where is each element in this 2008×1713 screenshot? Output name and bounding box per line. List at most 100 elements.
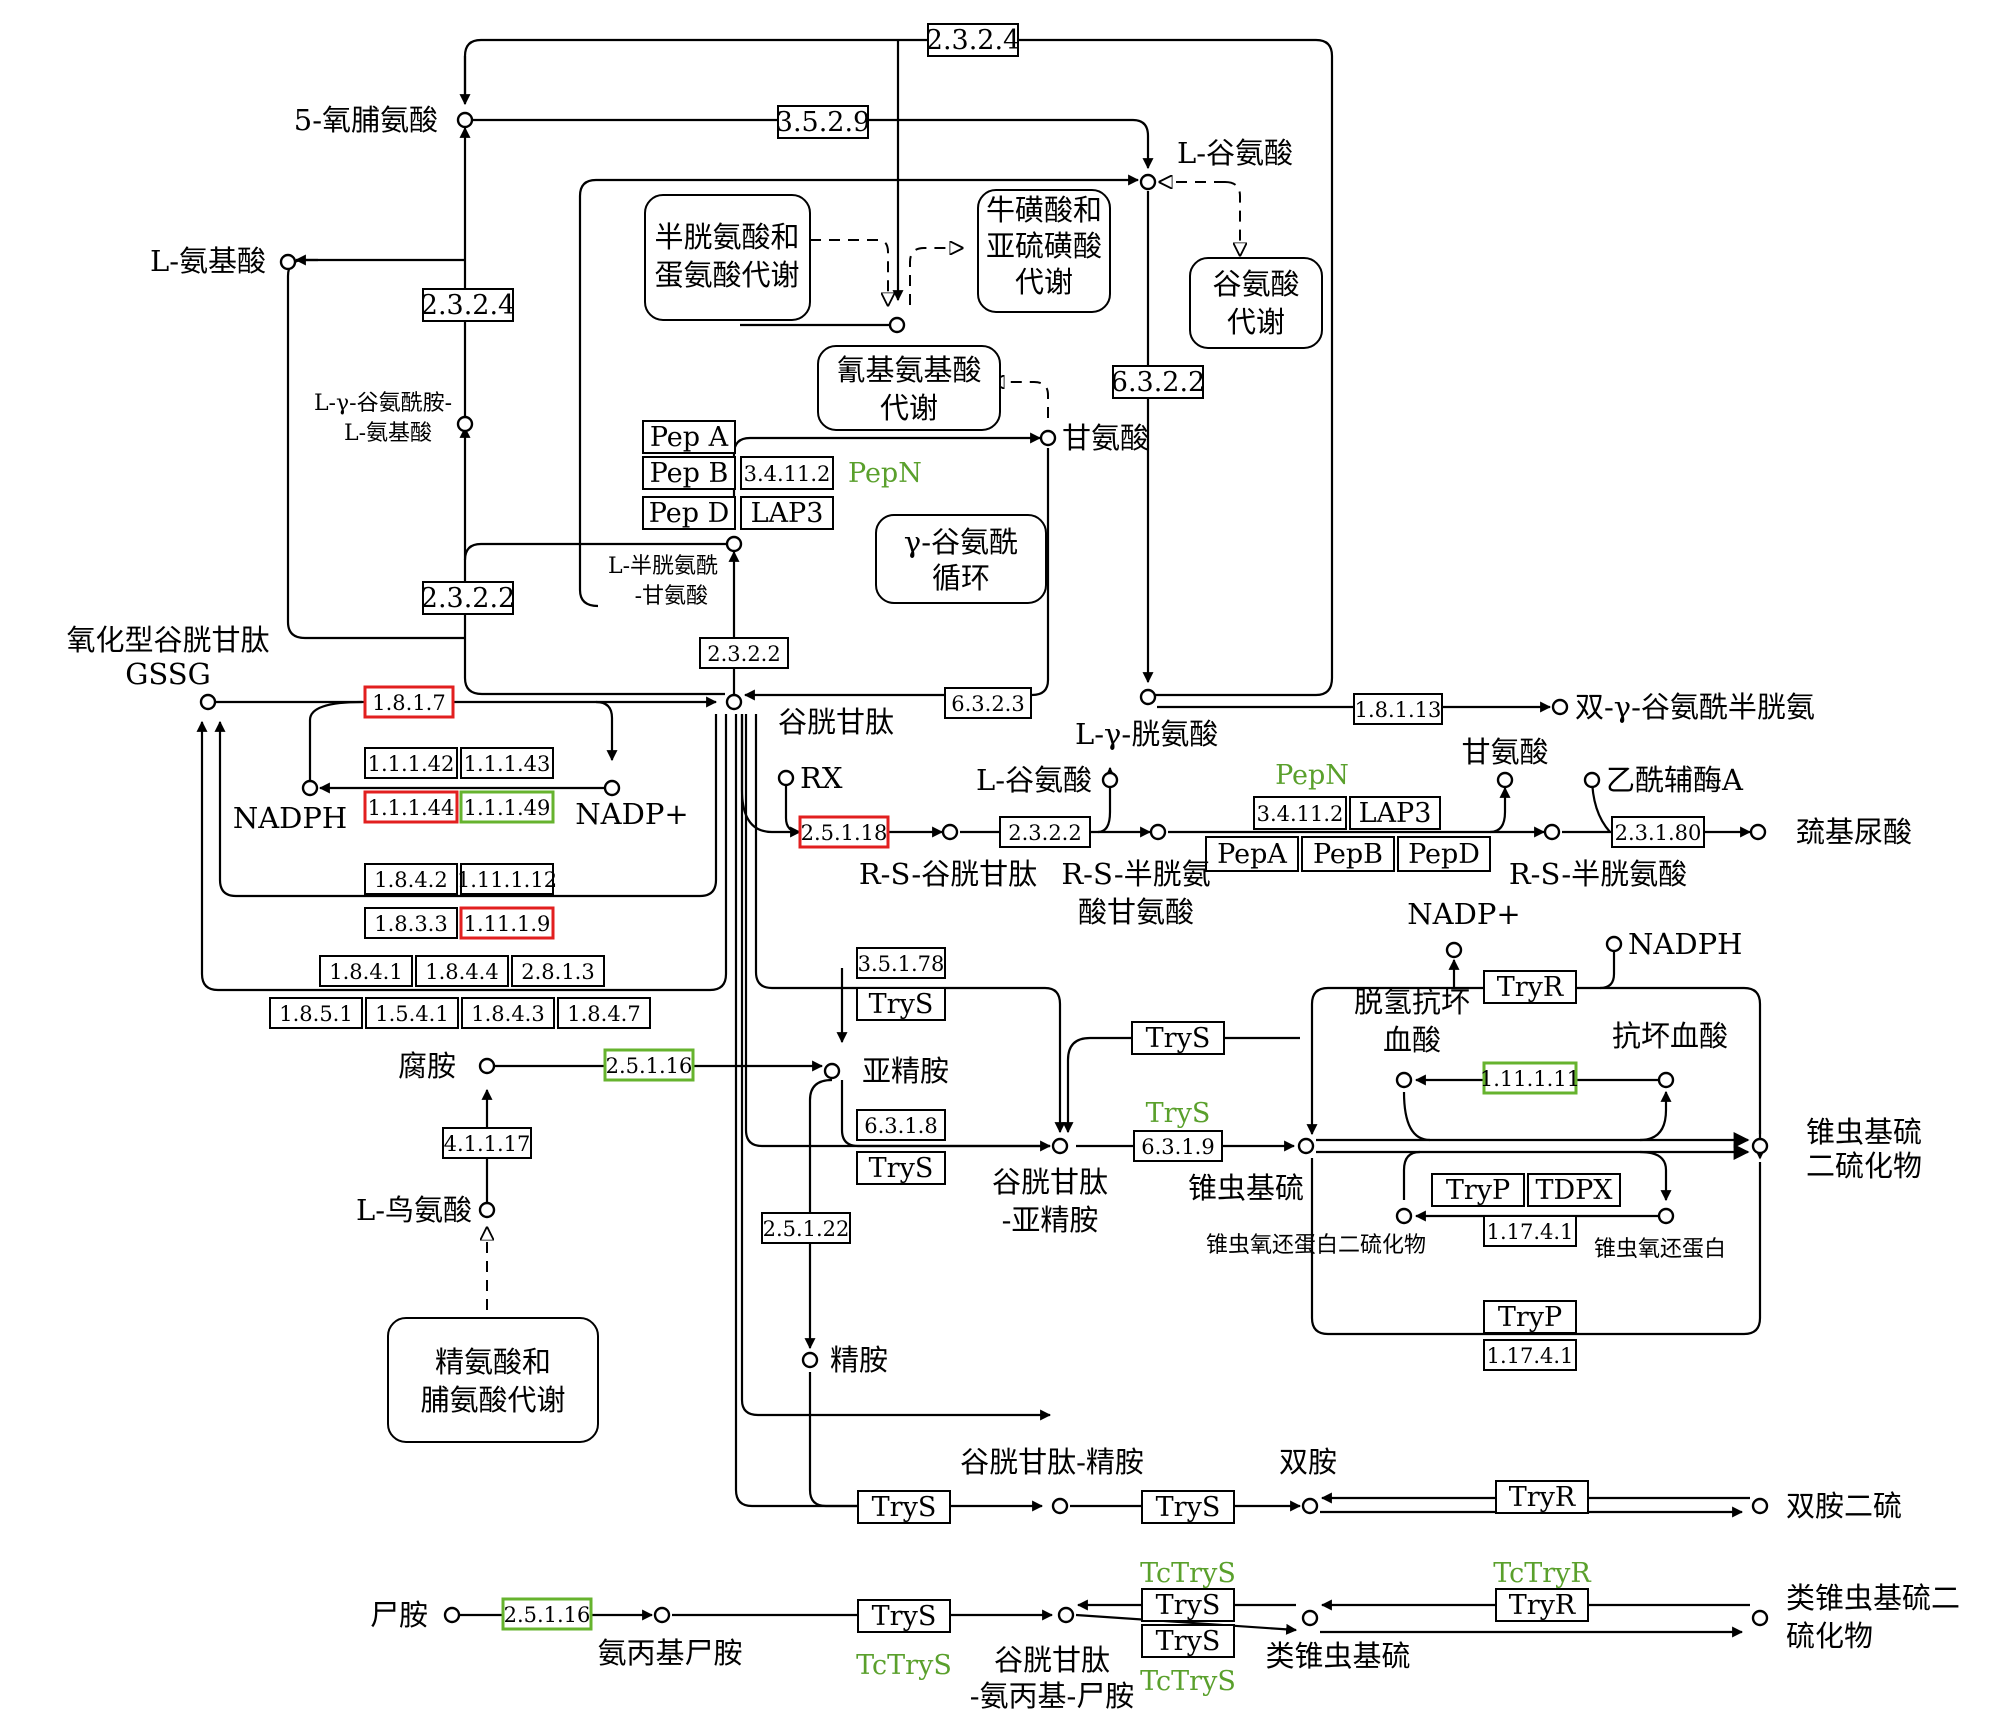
enzyme-box[interactable]: 1.11.1.11 — [1480, 1061, 1580, 1095]
compound-node[interactable] — [1605, 935, 1623, 953]
enzyme-box[interactable]: 2.3.2.4 — [926, 23, 1020, 57]
compound-node[interactable] — [199, 693, 217, 711]
compound-node[interactable] — [725, 535, 743, 553]
enzyme-box[interactable]: 1.1.1.43 — [460, 747, 554, 779]
enzyme-box[interactable]: 1.17.4.1 — [1483, 1339, 1577, 1371]
enzyme-box[interactable]: 2.5.1.16 — [603, 1048, 695, 1082]
enzyme-box[interactable]: 1.1.1.49 — [459, 790, 555, 824]
compound-node[interactable] — [1751, 1137, 1769, 1155]
enzyme-box[interactable]: TryR — [1495, 1480, 1589, 1514]
compound-node[interactable] — [279, 253, 297, 271]
map-glutamate[interactable]: 谷氨酸 代谢 — [1189, 257, 1323, 349]
enzyme-box[interactable]: 3.5.1.78 — [856, 947, 946, 979]
compound-node[interactable] — [1445, 941, 1463, 959]
enzyme-box[interactable]: 1.8.4.3 — [461, 997, 555, 1029]
compound-node[interactable] — [1039, 429, 1057, 447]
compound-node[interactable] — [603, 779, 621, 797]
enzyme-box[interactable]: 3.5.2.9 — [776, 105, 870, 139]
compound-node[interactable] — [456, 415, 474, 433]
enzyme-box[interactable]: 2.5.1.22 — [761, 1212, 851, 1244]
enzyme-box[interactable]: 2.3.2.2 — [999, 816, 1091, 848]
enzyme-box[interactable]: TryS — [856, 987, 946, 1021]
compound-node[interactable] — [941, 823, 959, 841]
map-cyanoamino[interactable]: 氰基氨基酸 代谢 — [817, 345, 1001, 431]
enzyme-box[interactable]: LAP3 — [740, 496, 834, 530]
enzyme-box[interactable]: 1.17.4.1 — [1483, 1215, 1577, 1247]
compound-node[interactable] — [456, 111, 474, 129]
enzyme-box[interactable]: PepD — [1397, 836, 1491, 872]
enzyme-box[interactable]: 2.8.1.3 — [511, 955, 605, 987]
enzyme-box[interactable]: 1.8.1.7 — [363, 685, 455, 719]
enzyme-box[interactable]: Pep D — [642, 496, 736, 530]
enzyme-box[interactable]: TryS — [856, 1151, 946, 1185]
enzyme-box[interactable]: 6.3.1.8 — [856, 1109, 946, 1141]
compound-node[interactable] — [1139, 173, 1157, 191]
enzyme-box[interactable]: 1.5.4.1 — [365, 997, 459, 1029]
compound-node[interactable] — [1301, 1497, 1319, 1515]
compound-node[interactable] — [1051, 1497, 1069, 1515]
compound-node[interactable] — [1751, 1497, 1769, 1515]
enzyme-box[interactable]: TryR — [1483, 970, 1577, 1004]
compound-node[interactable] — [823, 1062, 841, 1080]
enzyme-box[interactable]: 1.1.1.42 — [364, 747, 458, 779]
enzyme-box[interactable]: 6.3.2.3 — [944, 687, 1032, 719]
map-taurine[interactable]: 牛磺酸和 亚硫磺酸 代谢 — [977, 189, 1111, 313]
enzyme-box[interactable]: 2.3.2.2 — [421, 581, 515, 615]
enzyme-box[interactable]: 1.8.4.7 — [557, 997, 651, 1029]
enzyme-box[interactable]: TryS — [857, 1490, 951, 1524]
enzyme-box[interactable]: 2.3.1.80 — [1611, 816, 1705, 848]
enzyme-box[interactable]: 1.8.3.3 — [364, 907, 458, 939]
map-gamma-glu-cycle[interactable]: γ-谷氨酰 循环 — [875, 514, 1047, 604]
map-arg-pro[interactable]: 精氨酸和 脯氨酸代谢 — [387, 1317, 599, 1443]
enzyme-box[interactable]: 6.3.2.2 — [1111, 365, 1205, 399]
compound-node[interactable] — [1395, 1207, 1413, 1225]
compound-node[interactable] — [1749, 823, 1767, 841]
compound-node[interactable] — [1057, 1606, 1075, 1624]
compound-node[interactable] — [1551, 698, 1569, 716]
enzyme-box[interactable]: PepB — [1301, 836, 1395, 872]
compound-node[interactable] — [1751, 1609, 1769, 1627]
compound-node[interactable] — [1149, 823, 1167, 841]
enzyme-box[interactable]: TryR — [1495, 1588, 1589, 1622]
enzyme-box[interactable]: 2.3.2.2 — [699, 637, 789, 669]
enzyme-box[interactable]: 1.8.5.1 — [269, 997, 363, 1029]
compound-node[interactable] — [1583, 771, 1601, 789]
enzyme-box[interactable]: 1.11.1.12 — [457, 863, 557, 895]
compound-node[interactable] — [1051, 1137, 1069, 1155]
enzyme-box[interactable]: TDPX — [1527, 1173, 1621, 1207]
compound-node[interactable] — [1101, 771, 1119, 789]
enzyme-box[interactable]: TryP — [1431, 1173, 1525, 1207]
compound-node[interactable] — [777, 769, 795, 787]
enzyme-box[interactable]: Pep B — [642, 456, 736, 490]
enzyme-box[interactable]: TryP — [1483, 1300, 1577, 1334]
enzyme-box[interactable]: 3.4.11.2 — [740, 456, 834, 490]
compound-node[interactable] — [1543, 823, 1561, 841]
compound-node[interactable] — [1297, 1137, 1315, 1155]
map-cys-met[interactable]: 半胱氨酸和 蛋氨酸代谢 — [644, 194, 811, 321]
compound-node[interactable] — [1657, 1071, 1675, 1089]
enzyme-box[interactable]: 1.11.1.9 — [459, 906, 555, 940]
enzyme-box[interactable]: 1.8.1.13 — [1353, 693, 1443, 725]
compound-node[interactable] — [1657, 1207, 1675, 1225]
enzyme-box[interactable]: 2.5.1.16 — [501, 1597, 593, 1631]
compound-node[interactable] — [1395, 1071, 1413, 1089]
compound-node[interactable] — [725, 693, 743, 711]
enzyme-box[interactable]: PepA — [1205, 836, 1299, 872]
enzyme-box[interactable]: TryS — [1141, 1588, 1235, 1622]
compound-node[interactable] — [801, 1351, 819, 1369]
compound-node[interactable] — [478, 1201, 496, 1219]
compound-node[interactable] — [653, 1606, 671, 1624]
compound-node[interactable] — [888, 316, 906, 334]
compound-node[interactable] — [1139, 688, 1157, 706]
enzyme-box[interactable]: 4.1.1.17 — [442, 1127, 532, 1159]
compound-node[interactable] — [1496, 771, 1514, 789]
enzyme-box[interactable]: 1.8.4.2 — [364, 863, 458, 895]
enzyme-box[interactable]: TryS — [1131, 1021, 1225, 1055]
enzyme-box[interactable]: 2.5.1.18 — [798, 815, 890, 849]
enzyme-box[interactable]: 1.8.4.4 — [415, 955, 509, 987]
enzyme-box[interactable]: 2.3.2.4 — [421, 288, 515, 322]
enzyme-box[interactable]: TryS — [1141, 1624, 1235, 1658]
compound-node[interactable] — [443, 1606, 461, 1624]
enzyme-box[interactable]: TryS — [1141, 1490, 1235, 1524]
enzyme-box[interactable]: LAP3 — [1349, 796, 1441, 830]
